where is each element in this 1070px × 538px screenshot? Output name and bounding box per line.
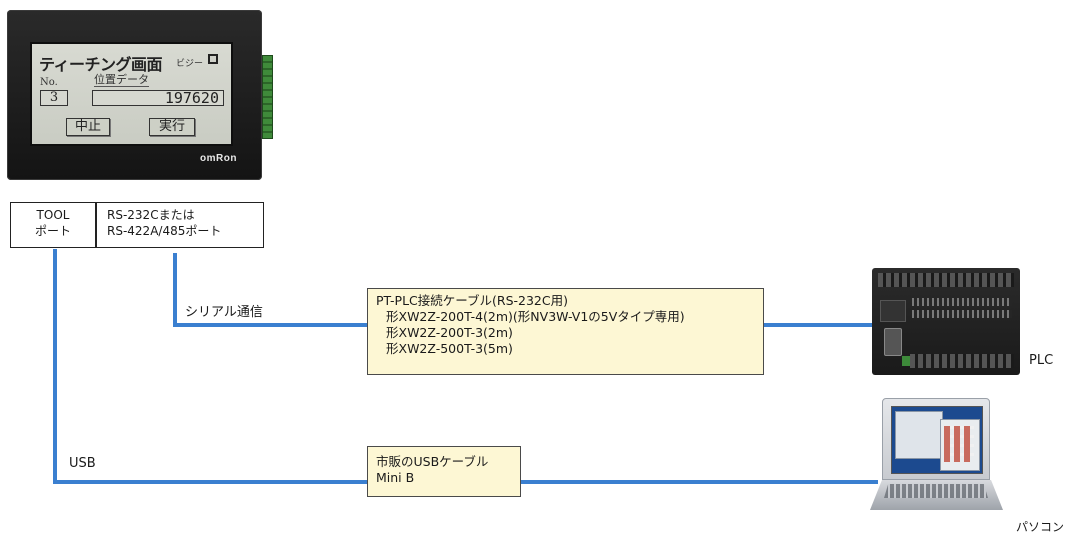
hmi-screen-title: ティーチング画面 [39, 55, 163, 74]
plc-terminal-block-top [878, 273, 1014, 287]
hmi-run-button: 実行 [149, 118, 195, 136]
usb-cable-box: 市販のUSBケーブル Mini B [367, 446, 521, 497]
plc-terminal-block-bottom [910, 354, 1014, 368]
plc-io-indicators [912, 298, 1012, 306]
serial-port-line2: RS-422A/485ポート [107, 224, 222, 238]
hmi-no-label: No. [40, 77, 58, 88]
usb-label: USB [69, 456, 96, 471]
hmi-screen: ティーチング画面 ビジー No. 位置データ 3 197620 中止 実行 [30, 42, 233, 146]
hmi-busy-label: ビジー [176, 59, 204, 69]
plc-cable-box: PT-PLC接続ケーブル(RS-232C用) 形XW2Z-200T-4(2m)(… [367, 288, 764, 375]
serial-communication-label: シリアル通信 [185, 305, 263, 320]
hmi-position-field: 197620 [92, 90, 224, 106]
plc-cable-item: 形XW2Z-500T-3(5m) [386, 341, 513, 356]
usb-cable-line1: 市販のUSBケーブル [376, 454, 489, 469]
tool-port-cell: TOOL ポート [11, 207, 95, 239]
plc-cable-item: 形XW2Z-200T-4(2m)(形NV3W-V1の5Vタイプ専用) [386, 309, 685, 324]
hmi-cancel-button: 中止 [66, 118, 110, 136]
plc-io-indicators [912, 310, 1012, 318]
hmi-no-field: 3 [40, 90, 68, 106]
plc-green-connector [902, 356, 910, 366]
plc-cable-title: PT-PLC接続ケーブル(RS-232C用) [376, 293, 568, 308]
hmi-terminal-connector [262, 55, 273, 139]
usb-cable-line2: Mini B [376, 470, 415, 485]
pc-label: パソコン [1016, 520, 1065, 534]
port-table-divider [95, 203, 97, 247]
plc-label: PLC [1029, 353, 1054, 368]
plc-cable-item: 形XW2Z-200T-3(2m) [386, 325, 513, 340]
hmi-busy-indicator [208, 54, 218, 64]
laptop-keyboard [884, 484, 988, 498]
hmi-position-label: 位置データ [94, 73, 149, 87]
tool-port-line2: ポート [34, 224, 71, 238]
serial-port-line1: RS-232Cまたは [107, 208, 195, 222]
plc-status-panel [880, 300, 906, 322]
serial-port-cell: RS-232Cまたは RS-422A/485ポート [107, 207, 221, 239]
tool-port-line1: TOOL [36, 208, 70, 222]
laptop-app-content [944, 426, 974, 462]
usb-cable-line [53, 249, 878, 484]
laptop-app-window [895, 411, 943, 459]
omron-logo: omRon [200, 153, 237, 164]
plc-device [872, 268, 1020, 375]
port-table: TOOL ポート RS-232Cまたは RS-422A/485ポート [10, 202, 264, 248]
plc-serial-port [884, 328, 902, 356]
